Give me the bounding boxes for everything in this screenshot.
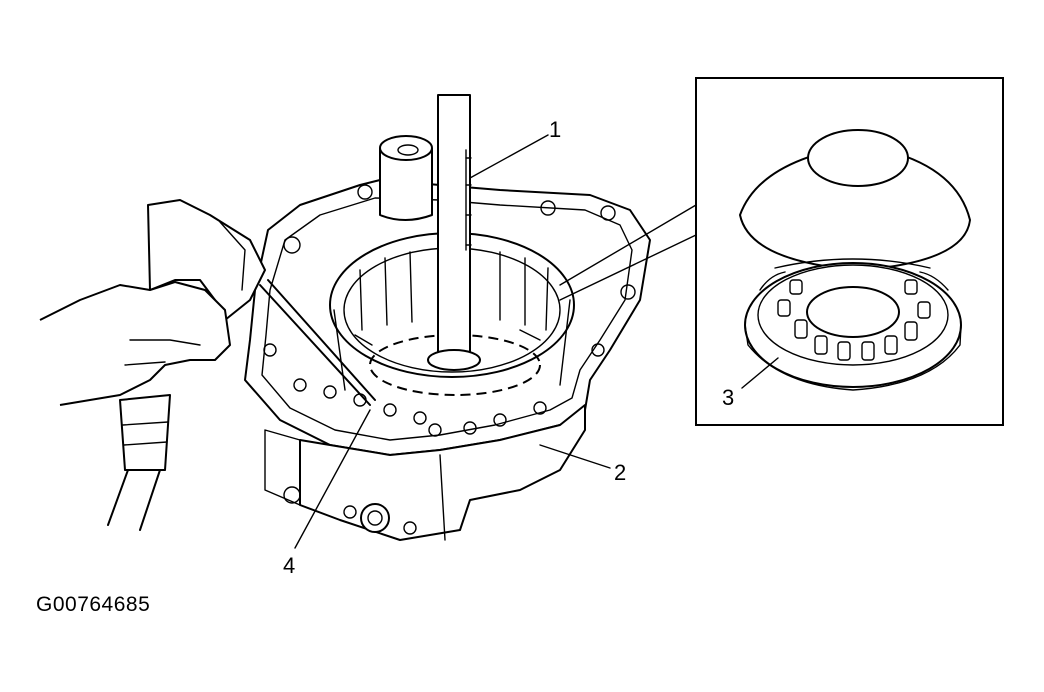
leader-1 [469,134,549,179]
inset-detail [559,77,1004,426]
leader-4 [294,409,371,549]
flange-bolt-holes [263,184,636,437]
callout-leaders [294,134,779,549]
figure-code: G00764685 [36,593,151,616]
thrust-bearing [744,258,962,391]
hand-with-air-gun [39,199,376,531]
case-cylinder [379,135,433,221]
callout-1: 1 [549,117,561,142]
shaft [427,94,481,371]
leader-2 [539,444,611,469]
callout-2: 2 [614,460,626,485]
leader-3 [741,357,779,389]
callout-3: 3 [722,385,734,410]
callout-4: 4 [283,553,295,578]
